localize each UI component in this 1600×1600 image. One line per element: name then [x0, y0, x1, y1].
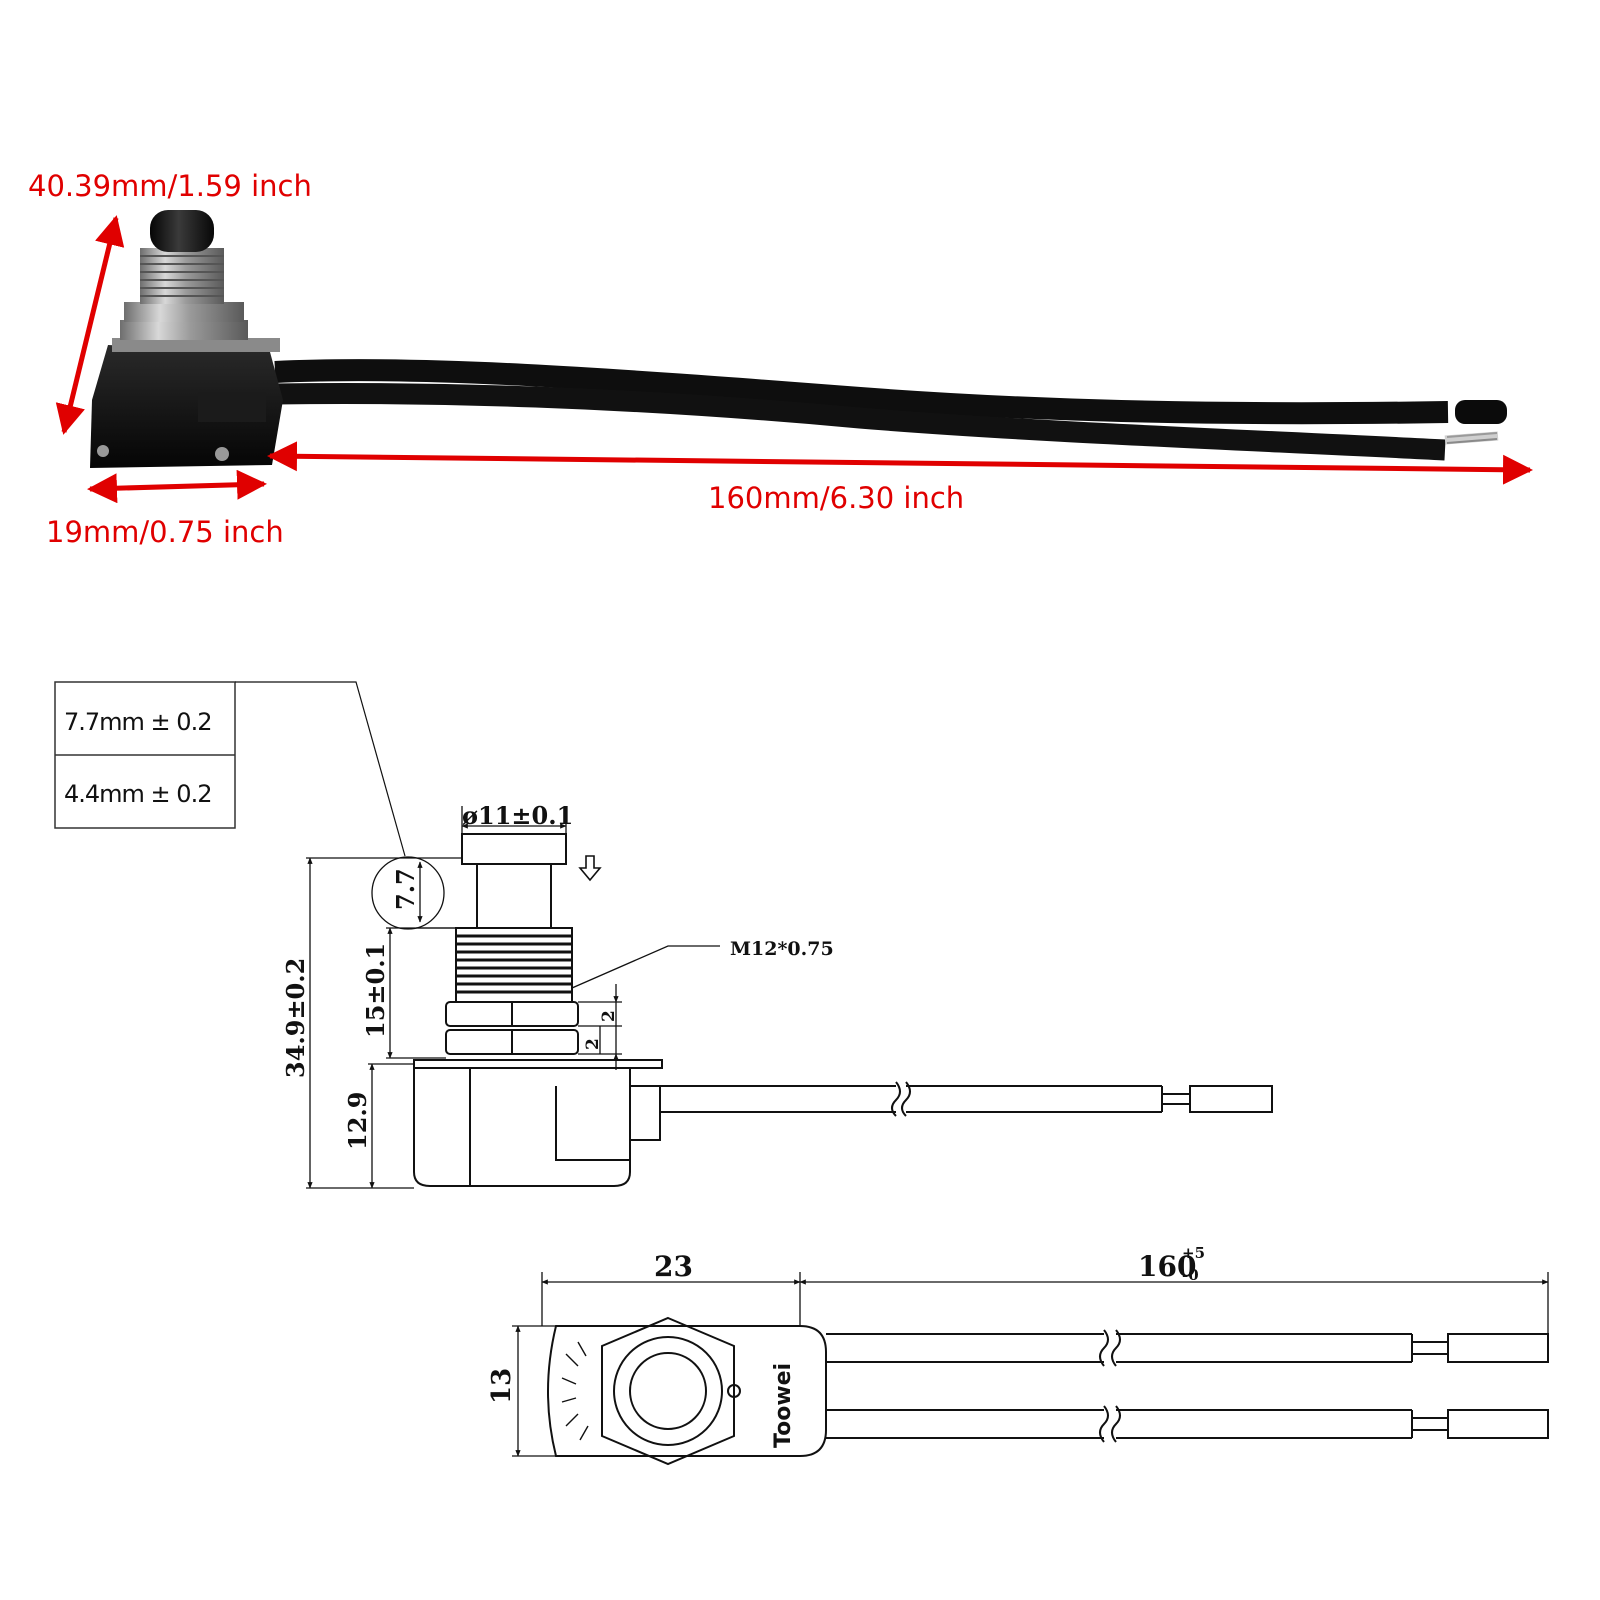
switch-photo: [90, 210, 1507, 468]
lead-tolerance-minus: -0: [1182, 1266, 1199, 1284]
lead-length-label: 160: [1138, 1250, 1196, 1283]
wire-end-insulated: [1455, 400, 1507, 424]
plunger-cap: [150, 210, 214, 252]
tolerance-row-1: 7.7mm ± 0.2: [64, 708, 211, 736]
wire-end-stripped: [1444, 431, 1499, 445]
length-dimension-label: 160mm/6.30 inch: [708, 481, 964, 515]
top-view-drawing: [547, 1316, 1549, 1466]
nut-thickness-bottom-label: 2: [583, 1038, 603, 1050]
brand-label: Toowei: [771, 1363, 796, 1448]
top-view-dimensions: [512, 1272, 1549, 1457]
cap-diameter-label: ø11±0.1: [462, 801, 573, 830]
base-width-arrow: [87, 469, 267, 504]
height-dimension-label: 40.39mm/1.59 inch: [28, 169, 312, 203]
side-view-dimensions: [306, 806, 720, 1189]
length-arrow: [267, 441, 1533, 485]
side-plate: [413, 1059, 663, 1069]
upper-nut: [124, 302, 244, 322]
body-width-label: 13: [487, 1368, 517, 1404]
side-view-drawing: [413, 833, 1273, 1187]
switch-body-tab: [198, 392, 266, 422]
tolerance-table: 7.7mm ± 0.2 4.4mm ± 0.2: [54, 681, 406, 857]
leader-line: [235, 681, 406, 857]
top-body: [547, 1325, 827, 1457]
mount-hole-right: [215, 447, 229, 461]
photo-dimension-arrows: [55, 215, 1533, 504]
mount-hole-left: [97, 445, 109, 457]
cap-height-callout: [371, 856, 445, 930]
thread-spec-label: M12*0.75: [730, 938, 834, 960]
wire-upper: [274, 359, 1449, 425]
top-knob-outer: [613, 1336, 723, 1446]
top-knob-inner: [629, 1352, 707, 1430]
side-body: [413, 1067, 631, 1187]
lower-nut: [120, 320, 248, 340]
lead-tolerance-plus: +5: [1182, 1244, 1205, 1262]
wire-lower: [274, 383, 1446, 461]
body-length-label: 23: [654, 1250, 693, 1283]
cap-height-label: 7.7: [391, 868, 420, 910]
press-direction-icon: [578, 855, 602, 882]
tolerance-row-2: 4.4mm ± 0.2: [64, 780, 211, 808]
overall-height-label: 34.9±0.2: [281, 958, 310, 1078]
nut-thickness-top-label: 2: [599, 1010, 619, 1022]
side-cap: [461, 833, 567, 865]
side-thread-lines: [456, 934, 572, 994]
switch-body: [90, 345, 283, 468]
thread-spec-leader: [571, 945, 720, 989]
height-arrow: [55, 215, 125, 435]
top-hex-nut: [601, 1316, 735, 1466]
top-wire-end-lower: [1447, 1409, 1549, 1439]
mount-plate: [112, 338, 280, 352]
thread-height-label: 15±0.1: [361, 943, 390, 1038]
side-wire-end: [1189, 1085, 1273, 1113]
top-wire-end-upper: [1447, 1333, 1549, 1363]
threaded-bushing: [140, 248, 224, 304]
bushing-threads: [140, 255, 224, 297]
body-height-label: 12.9: [343, 1092, 372, 1150]
side-plunger: [476, 863, 552, 929]
base-width-dimension-label: 19mm/0.75 inch: [46, 515, 284, 549]
